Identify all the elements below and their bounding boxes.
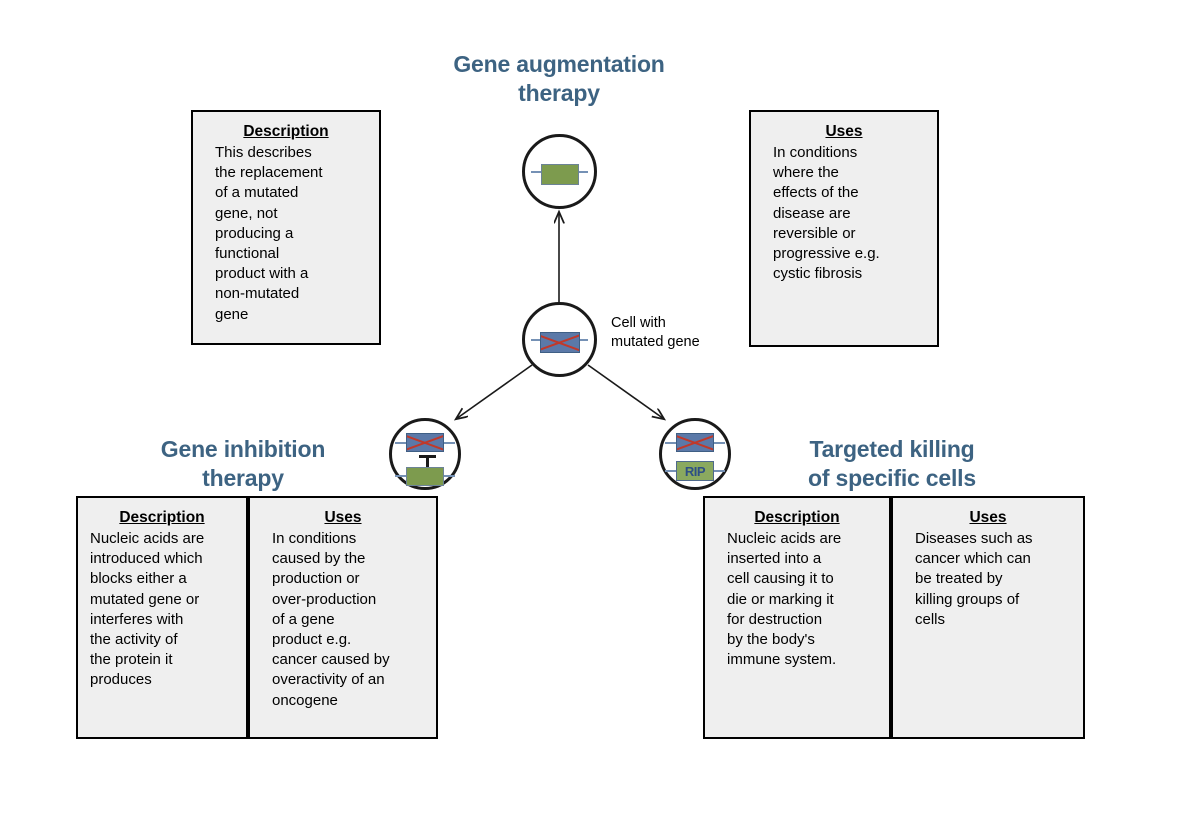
- arrow-center-to-targeted-killing: [587, 364, 664, 419]
- inhibitor-bar-icon: [419, 455, 436, 458]
- title-targeted-killing: Targeted killing of specific cells: [808, 436, 976, 491]
- healthy-gene-icon: [392, 467, 458, 486]
- panel-heading: Description: [754, 509, 840, 526]
- panel-heading: Description: [243, 123, 329, 140]
- inhibitor-stem-icon: [426, 457, 429, 476]
- mutated-gene-icon: [392, 433, 458, 452]
- panel-body: This describes the replacement of a muta…: [215, 144, 323, 323]
- panel-inhibition-uses: Uses In conditions caused by the product…: [248, 496, 438, 739]
- rip-marker-icon: RIP: [662, 461, 728, 481]
- panel-heading: Description: [119, 509, 205, 526]
- panel-body: Nucleic acids are introduced which block…: [90, 530, 205, 689]
- cell-gene-inhibition: [389, 418, 461, 490]
- mutation-cross-icon: [541, 333, 579, 352]
- center-cell-label: Cell with mutated gene: [611, 315, 700, 350]
- panel-augmentation-description: Description This describes the replaceme…: [191, 110, 381, 345]
- panel-heading: Uses: [324, 509, 362, 526]
- mutated-gene-icon: [662, 433, 728, 452]
- panel-targeted-description: Description Nucleic acids are inserted i…: [703, 496, 891, 739]
- healthy-gene-icon: [525, 164, 594, 185]
- panel-body: In conditions where the effects of the d…: [773, 144, 880, 283]
- mutation-cross-icon: [407, 434, 443, 451]
- mutation-cross-icon: [677, 434, 713, 451]
- cell-gene-augmentation: [522, 134, 597, 209]
- mutated-gene-icon: [525, 332, 594, 353]
- title-gene-augmentation: Gene augmentation therapy: [453, 51, 665, 106]
- panel-inhibition-description: Description Nucleic acids are introduced…: [76, 496, 248, 739]
- panel-body: Nucleic acids are inserted into a cell c…: [727, 530, 842, 669]
- panel-heading: Uses: [969, 509, 1007, 526]
- arrow-center-to-inhibition: [456, 364, 533, 419]
- cell-targeted-killing: RIP: [659, 418, 731, 490]
- rip-label: RIP: [676, 461, 714, 481]
- panel-body: Diseases such as cancer which can be tre…: [915, 530, 1033, 628]
- title-gene-inhibition: Gene inhibition therapy: [160, 436, 326, 491]
- cell-center-mutated: [522, 302, 597, 377]
- panel-augmentation-uses: Uses In conditions where the effects of …: [749, 110, 939, 347]
- panel-targeted-uses: Uses Diseases such as cancer which can b…: [891, 496, 1085, 739]
- panel-heading: Uses: [825, 123, 863, 140]
- panel-body: In conditions caused by the production o…: [272, 530, 390, 709]
